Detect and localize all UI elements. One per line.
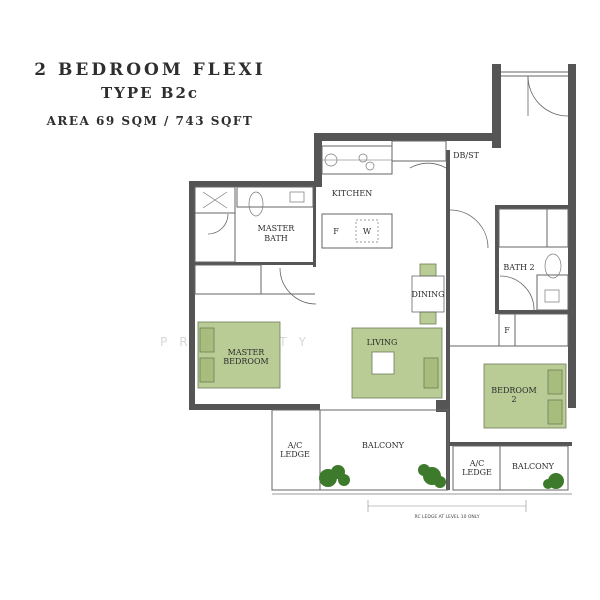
- label-balcony-1: BALCONY: [362, 441, 405, 450]
- label-ac-ledge-2a: A/C: [469, 459, 485, 468]
- label-master-bedroom-2: BEDROOM: [223, 357, 268, 366]
- dining-table: [411, 275, 445, 313]
- label-db-st: DB/ST: [453, 151, 479, 160]
- walls: [189, 64, 576, 490]
- label-ac-ledge-1a: A/C: [287, 441, 303, 450]
- plan-area: AREA 69 SQM / 743 SQFT: [46, 114, 254, 128]
- furniture: [197, 263, 567, 429]
- label-dining: DINING: [411, 290, 444, 299]
- door-swings: [207, 75, 569, 311]
- plan-type: TYPE B2c: [100, 84, 200, 102]
- label-bedroom2-1: BEDROOM: [491, 386, 536, 395]
- dining-chair: [419, 311, 437, 325]
- plan-title: 2 BEDROOM FLEXI: [34, 60, 266, 80]
- label-master-bedroom-1: MASTER: [228, 348, 266, 357]
- label-wardrobe-f: F: [504, 326, 510, 335]
- label-bath2: BATH 2: [503, 263, 534, 272]
- plants: [319, 464, 564, 489]
- label-balcony-2: BALCONY: [512, 462, 555, 471]
- label-master-bath-2: BATH: [264, 234, 288, 243]
- label-washer: W: [363, 227, 372, 236]
- label-living: LIVING: [367, 338, 398, 347]
- label-ac-ledge-2b: LEDGE: [462, 468, 492, 477]
- label-master-bath-1: MASTER: [258, 224, 296, 233]
- fixtures: [202, 153, 562, 303]
- label-kitchen: KITCHEN: [332, 189, 372, 198]
- dining-chair: [419, 263, 437, 277]
- label-bedroom2-2: 2: [511, 395, 516, 404]
- rc-ledge-note: RC LEDGE AT LEVEL 10 ONLY: [415, 514, 480, 520]
- label-fridge: F: [333, 227, 339, 236]
- balcony-outlines: [194, 71, 572, 512]
- label-ac-ledge-1b: LEDGE: [280, 450, 310, 459]
